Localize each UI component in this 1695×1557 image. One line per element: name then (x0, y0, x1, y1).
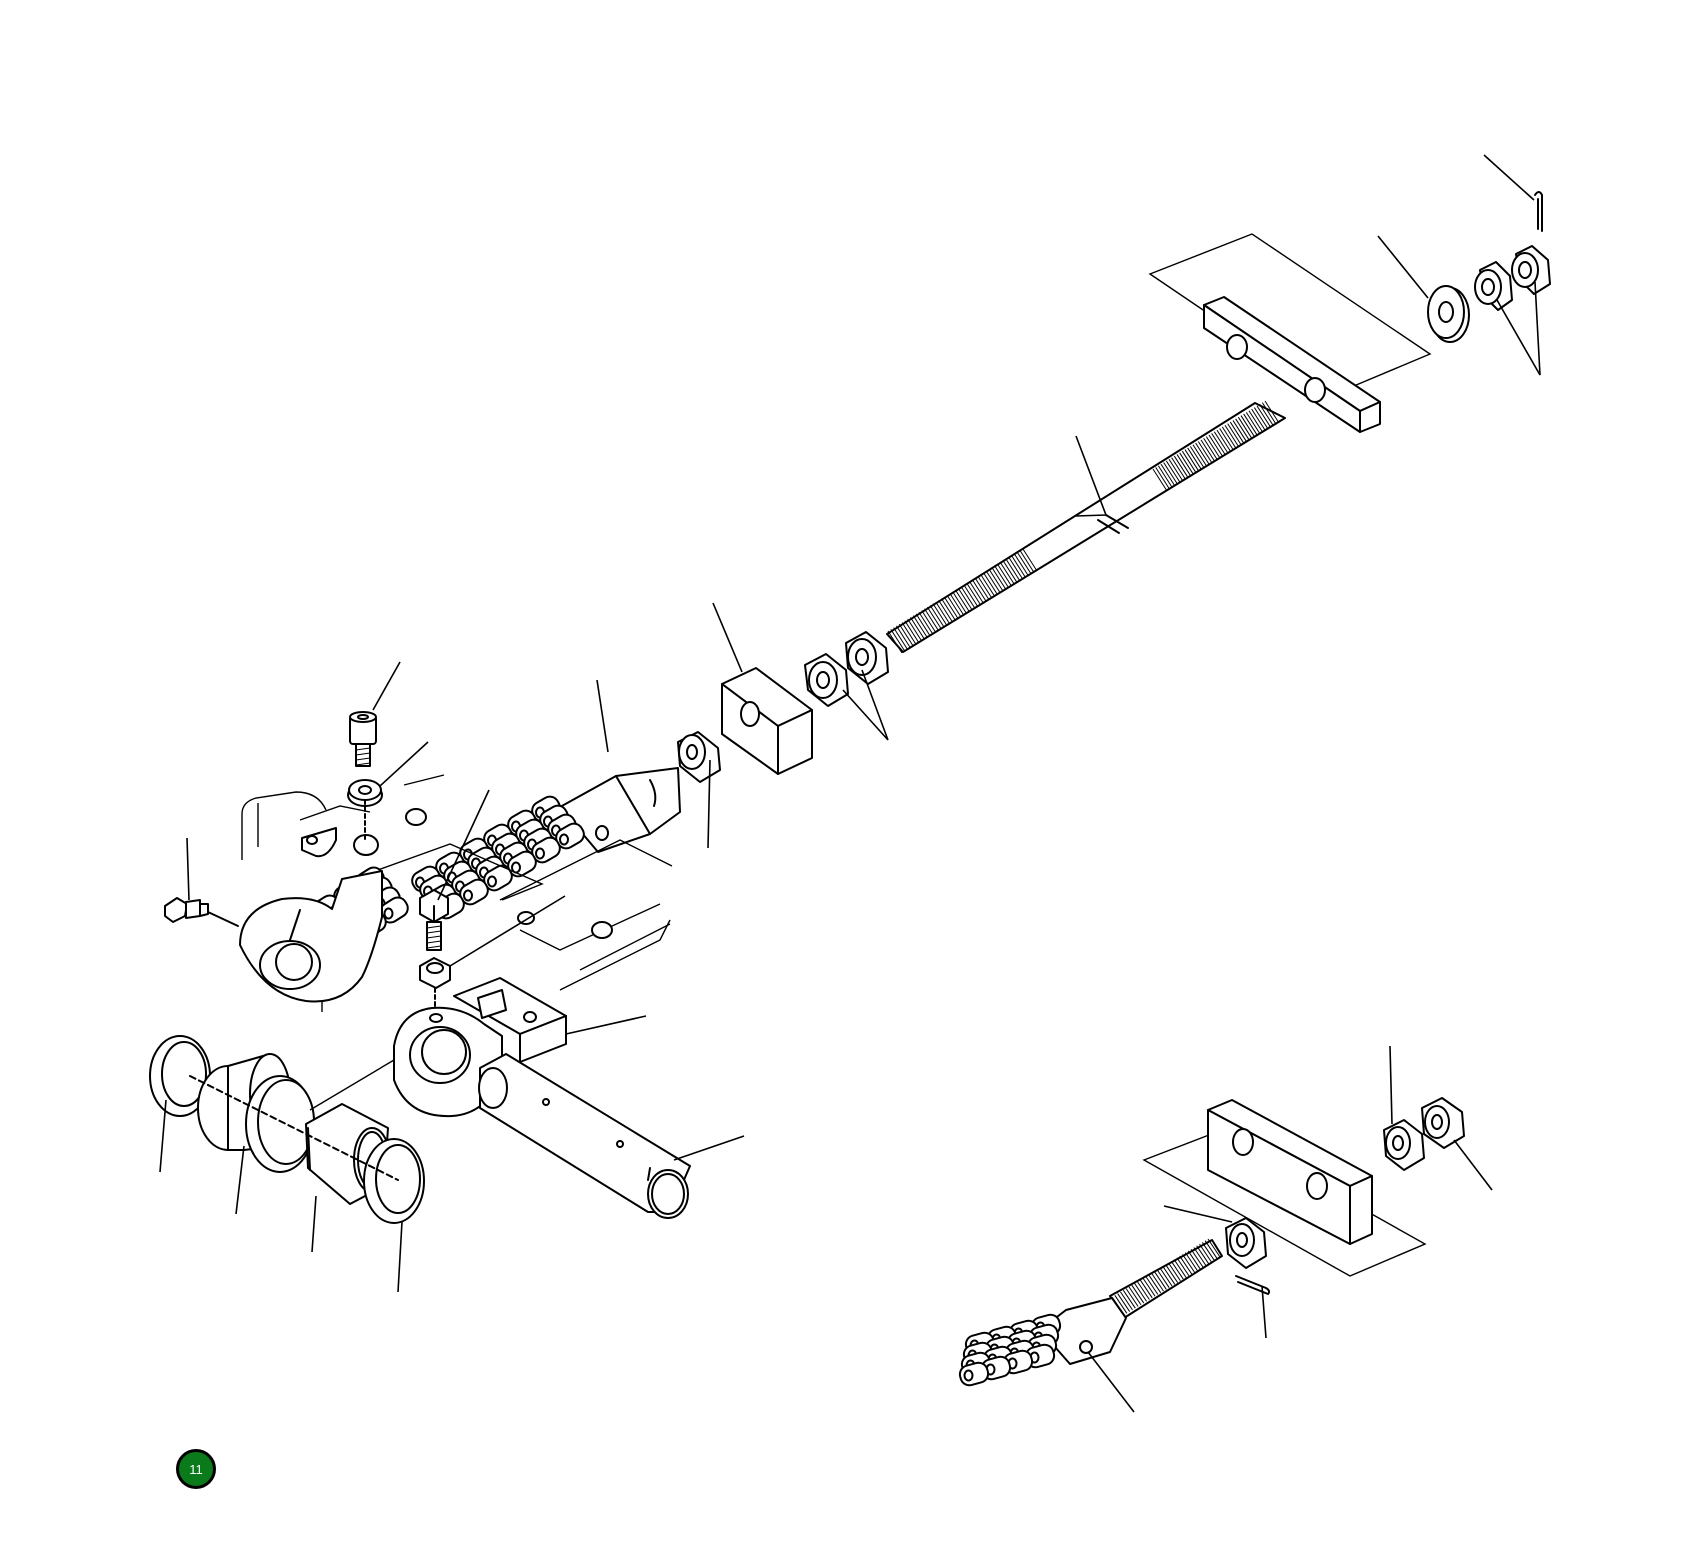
lower-rod-thread-pattern (1111, 1238, 1221, 1316)
chain-anchor-upper (559, 767, 681, 853)
retaining-ring-right (363, 1138, 425, 1224)
page-number: 11 (189, 1461, 203, 1477)
square-adjuster-block (721, 667, 813, 775)
lower-right-nut-2 (1421, 1097, 1465, 1149)
lower-bracket-phantom-plane (1142, 1129, 1427, 1277)
frame-hole-1 (405, 808, 427, 826)
lower-rod-body (1109, 1239, 1223, 1319)
rod-nut-2 (845, 631, 889, 685)
lower-bracket-hole-1 (1232, 1128, 1254, 1156)
hex-nut-middle (419, 957, 451, 989)
chain-anchor-eye-left (239, 870, 383, 1003)
rod-thread-pattern (887, 400, 1280, 654)
upper-nut-2 (1511, 245, 1551, 295)
lower-cotter-pin (1235, 1275, 1271, 1295)
anchor-pin (478, 1053, 691, 1219)
lower-right-nut-1 (1383, 1119, 1425, 1171)
leaf-chain-lower-right (958, 1313, 1062, 1387)
lower-threaded-rod (1109, 1238, 1223, 1319)
lower-bracket-hole-2 (1306, 1172, 1328, 1200)
frame-hole-3 (591, 921, 613, 939)
frame-hole-4 (517, 911, 535, 925)
leader-lines (159, 154, 1541, 1413)
page-number-badge: 11 (176, 1449, 216, 1489)
upper-nut-1 (1474, 261, 1513, 311)
chain-anchor-eye-right (393, 977, 567, 1118)
anchor-pin-hole (595, 825, 609, 841)
threaded-rod-body (886, 402, 1286, 653)
upper-washer (1427, 285, 1470, 343)
upper-bracket-plate-end (1359, 401, 1381, 433)
chain-anchor-lower (1039, 1297, 1127, 1365)
upper-right-hardware (1427, 191, 1551, 343)
mast-frame-phantom (241, 774, 673, 1012)
upper-mount-bracket (1148, 233, 1432, 433)
block-bore (740, 701, 760, 727)
socket-head-screw-top (349, 711, 377, 767)
grease-fitting (164, 897, 239, 927)
block-side (777, 709, 813, 775)
upper-bracket-hole-1 (1226, 334, 1248, 360)
rod-nut-1 (804, 653, 849, 707)
washer-top (347, 779, 383, 807)
frame-tab (301, 827, 337, 858)
anchor-plate-side (519, 1015, 567, 1063)
lower-bracket-plate-end (1349, 1175, 1373, 1245)
upper-cotter-pin (1534, 191, 1543, 232)
small-nut-before-block (677, 731, 721, 783)
thrust-washer (245, 1075, 315, 1173)
upper-bracket-plate-face (1203, 304, 1361, 433)
threaded-adjusting-rod (886, 400, 1286, 654)
hex-bolt-middle (419, 889, 449, 951)
lower-mount-bracket (1142, 1099, 1427, 1277)
upper-bracket-hole-2 (1304, 377, 1326, 403)
lower-rod-nut (1225, 1217, 1267, 1269)
